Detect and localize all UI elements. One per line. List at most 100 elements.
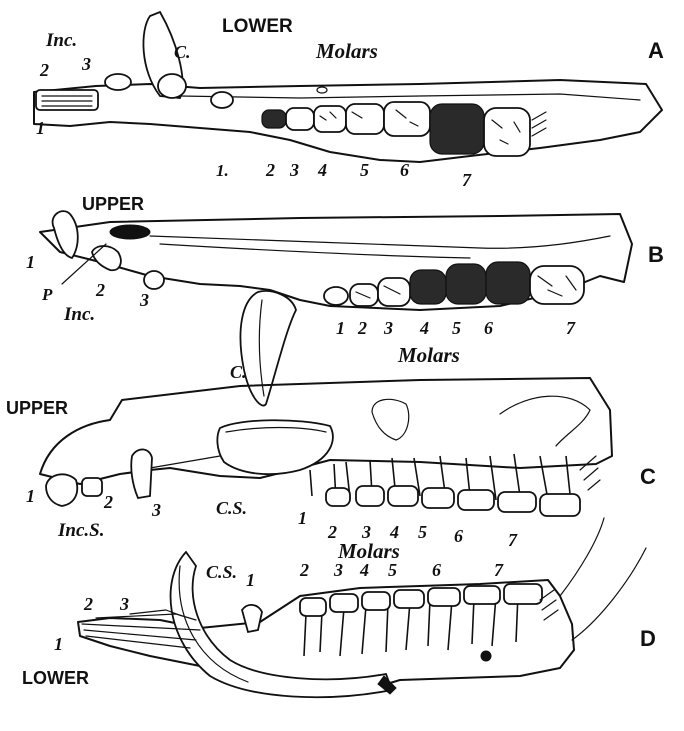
panel-c-orbit: [372, 399, 409, 440]
panel-d-molar-1: [300, 598, 326, 616]
panel-b-molar-num-1: 1: [336, 318, 345, 338]
panel-b-incisor-3: [144, 271, 164, 289]
panel-b-molars-label: Molars: [397, 343, 460, 367]
panel-b-inc-label: Inc.: [63, 304, 95, 325]
panel-a: A LOWER Molars Inc. C. 1 2 3 1. 2 3 4 5 …: [34, 12, 664, 190]
panel-a-incisor-3: [105, 74, 131, 90]
panel-b-molar-1: [324, 287, 348, 305]
panel-a-molar-4: [346, 104, 384, 134]
panel-a-jaw-inner-line: [180, 94, 640, 100]
panel-b-molar-4: [410, 270, 446, 304]
panel-b-molar-num-7: 7: [566, 318, 576, 338]
panel-d-molar-3: [362, 592, 390, 610]
panel-c-molar-4: [422, 488, 454, 508]
panel-a-molar-7: [484, 108, 530, 156]
panel-c-molar-3: [388, 486, 418, 506]
panel-c-molar-7: [540, 494, 580, 516]
panel-b: B UPPER P Inc. C. Molars 1 2 3 1 2 3 4 5…: [26, 194, 664, 406]
panel-a-molar-2: [286, 108, 314, 130]
panel-a-hatch: [532, 112, 546, 136]
panel-b-incisor-num-2: 2: [95, 280, 105, 300]
panel-a-premolar: [211, 92, 233, 108]
panel-b-canine: [240, 291, 296, 406]
panel-c-molar-num-5: 5: [418, 522, 427, 542]
panel-c-molar-6: [498, 492, 536, 512]
panel-c-molar-1: [326, 488, 350, 506]
panel-d-molar-num-5: 5: [388, 560, 397, 580]
panel-b-region-label: UPPER: [82, 194, 144, 214]
panel-a-molar-3: [314, 106, 346, 132]
panel-b-letter: B: [648, 242, 664, 267]
panel-d-foramen: [481, 651, 491, 661]
panel-c-molar-num-4: 4: [389, 522, 399, 542]
panel-d-molar-num-4: 4: [359, 560, 369, 580]
panel-c-molar-num-3: 3: [361, 522, 371, 542]
panel-d-molar-4: [394, 590, 424, 608]
panel-c-incisor-num-1: 1: [26, 486, 35, 506]
panel-a-incisor-num-3: 3: [81, 54, 91, 74]
panel-a-molar-5: [384, 102, 430, 136]
panel-b-incisor-num-1: 1: [26, 252, 35, 272]
panel-b-molar-num-2: 2: [357, 318, 367, 338]
panel-a-letter: A: [648, 38, 664, 63]
panel-b-canine-label: C.: [230, 362, 247, 382]
panel-a-incisor-num-1: 1: [36, 118, 45, 138]
panel-c-molar-2: [356, 486, 384, 506]
panel-a-molar-num-6: 6: [400, 160, 409, 180]
panel-a-molar-num-2: 2: [265, 160, 275, 180]
panel-c-region-label: UPPER: [6, 398, 68, 418]
panel-b-incisor-2: [92, 246, 121, 270]
panel-d-incisor-num-1: 1: [54, 634, 63, 654]
panel-d-letter: D: [640, 626, 656, 651]
panel-c-molar-num-7: 7: [508, 530, 518, 550]
panel-d-molar-6: [464, 586, 500, 604]
panel-c-cs-label: C.S.: [216, 498, 247, 518]
panel-d-incisor-num-2: 2: [83, 594, 93, 614]
panel-c-letter: C: [640, 464, 656, 489]
panel-c: C UPPER Inc.S. C.S. Molars 1 2 3 1 2 3 4…: [6, 378, 656, 563]
panel-c-hatch: [580, 456, 600, 490]
panel-b-molar-5: [446, 264, 486, 304]
panel-a-molars-label: Molars: [315, 39, 378, 63]
panel-a-canine-label: C.: [174, 42, 191, 62]
panel-c-molar-num-6: 6: [454, 526, 463, 546]
panel-b-incisor-1: [53, 211, 78, 258]
panel-b-palatine-opening: [110, 225, 150, 239]
panel-a-molar-6: [430, 104, 484, 154]
panel-d-molar-7: [504, 584, 542, 604]
panel-d-molar-num-7: 7: [494, 560, 504, 580]
panel-d-region-label: LOWER: [22, 668, 89, 688]
panel-c-molar-num-1: 1: [298, 508, 307, 528]
panel-a-molar-num-7: 7: [462, 170, 472, 190]
panel-b-molar-num-6: 6: [484, 318, 493, 338]
panel-b-molar-7: [530, 266, 584, 304]
panel-d-premolar-1: [242, 605, 262, 632]
panel-d-ramus: [560, 518, 604, 596]
panel-c-inc-label: Inc.S.: [57, 520, 104, 541]
panel-a-molar-num-4: 4: [317, 160, 327, 180]
panel-c-canine-section: [217, 420, 333, 474]
panel-c-molar-5: [458, 490, 494, 510]
panel-c-skull-line: [500, 396, 590, 446]
panel-c-incisor-2: [82, 478, 102, 496]
panel-b-incisor-num-3: 3: [139, 290, 149, 310]
panel-a-molar-num-3: 3: [289, 160, 299, 180]
panel-b-molar-6: [486, 262, 530, 304]
panel-c-incisor-num-2: 2: [103, 492, 113, 512]
panel-b-molar-num-3: 3: [383, 318, 393, 338]
panel-c-molar-num-2: 2: [327, 522, 337, 542]
panel-a-region-label: LOWER: [222, 16, 293, 37]
panel-b-p-label: P: [41, 285, 53, 304]
panel-d-molar-num-3: 3: [333, 560, 343, 580]
panel-d-molar-5: [428, 588, 460, 606]
panel-a-foramen: [317, 87, 327, 93]
panel-d-incisor-num-3: 3: [119, 594, 129, 614]
panel-b-molar-num-5: 5: [452, 318, 461, 338]
panel-d-molar-num-1: 1: [246, 570, 255, 590]
panel-a-incisor-num-2: 2: [39, 60, 49, 80]
panel-c-incisor-3: [131, 449, 152, 498]
panel-a-molar-num-5: 5: [360, 160, 369, 180]
panel-a-molar-1: [262, 110, 286, 128]
panel-c-incisor-1: [46, 474, 77, 506]
